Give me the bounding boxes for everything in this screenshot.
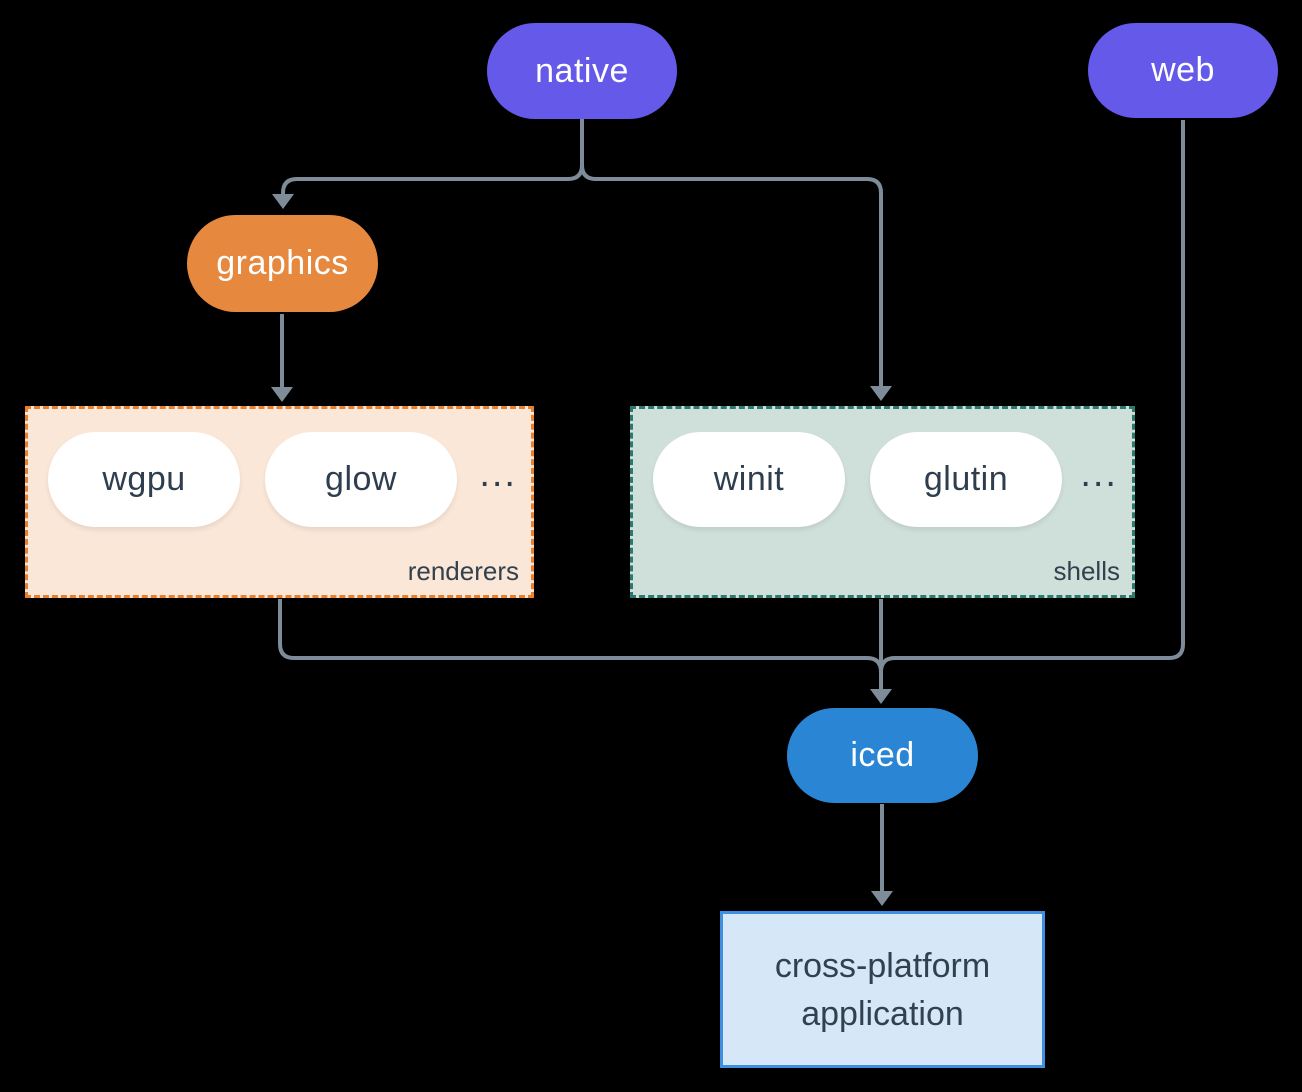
arrowhead-renderers	[271, 387, 293, 402]
node-graphics: graphics	[187, 215, 378, 312]
edge-native-graphics	[281, 119, 584, 195]
node-winit-label: winit	[713, 460, 785, 498]
arrowhead-iced	[870, 689, 892, 704]
node-graphics-label: graphics	[216, 244, 349, 282]
node-web-label: web	[1151, 51, 1215, 89]
node-glutin: glutin	[870, 432, 1062, 527]
node-iced-label: iced	[850, 736, 915, 774]
node-wgpu-label: wgpu	[102, 460, 186, 498]
node-iced: iced	[787, 708, 978, 803]
node-winit: winit	[653, 432, 845, 527]
shells-ellipsis: ...	[1080, 453, 1118, 495]
node-glow: glow	[265, 432, 457, 527]
shells-group-label: shells	[1053, 556, 1120, 586]
edge-renderers-iced	[278, 599, 883, 673]
arrowhead-application	[871, 891, 893, 906]
node-cross-platform-application: cross-platform application	[720, 911, 1045, 1068]
node-glow-label: glow	[325, 460, 397, 498]
node-native-label: native	[535, 51, 629, 90]
arrowhead-shells	[870, 386, 892, 401]
group-shells: winit glutin ... shells	[630, 406, 1135, 598]
node-native: native	[487, 23, 677, 119]
node-application-label: cross-platform application	[774, 946, 991, 1033]
arrowhead-graphics	[272, 194, 294, 209]
node-glutin-label: glutin	[923, 460, 1009, 498]
group-renderers: wgpu glow ... renderers	[25, 406, 534, 598]
renderers-group-label: renderers	[407, 556, 519, 586]
edge-native-shells	[580, 119, 883, 387]
node-web: web	[1088, 23, 1278, 118]
renderers-ellipsis: ...	[479, 453, 517, 495]
node-wgpu: wgpu	[48, 432, 240, 527]
